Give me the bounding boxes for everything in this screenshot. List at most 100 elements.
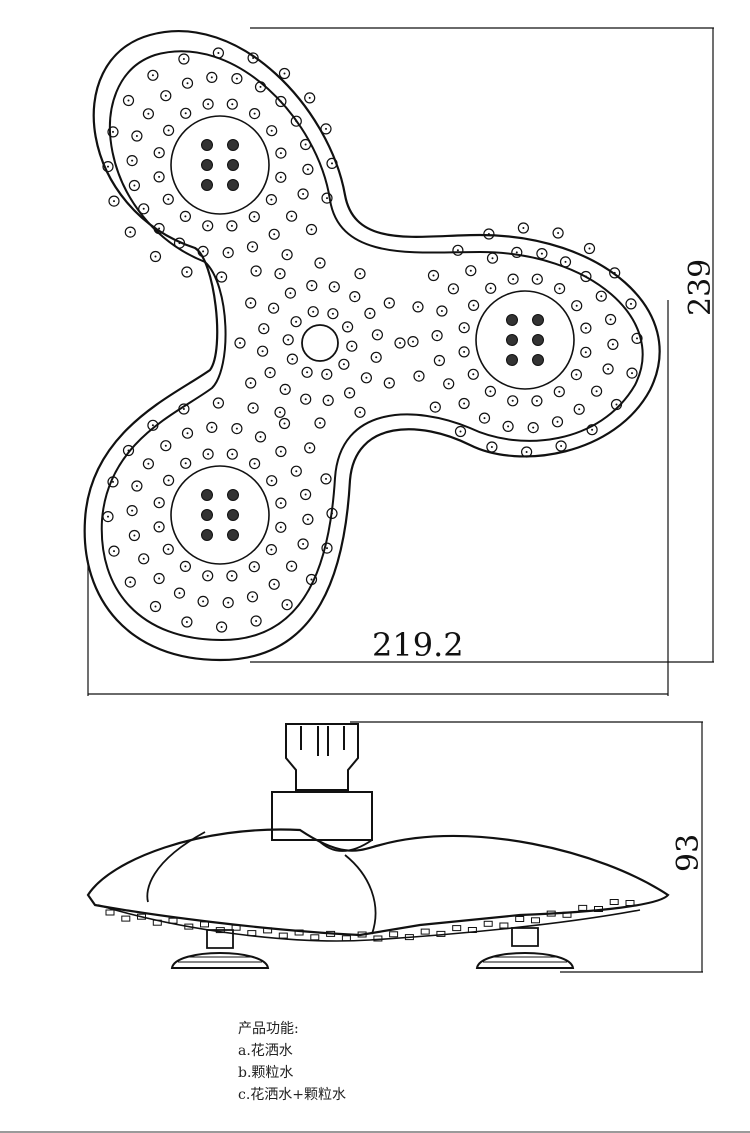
spray-hole-center	[483, 417, 486, 420]
spray-hole-center	[142, 557, 145, 560]
side-nozzle-tip	[357, 931, 367, 938]
spray-hole-center	[270, 548, 273, 551]
spray-hole-center	[290, 565, 293, 568]
spray-hole	[486, 252, 499, 264]
particle-nozzle	[201, 529, 213, 541]
spray-hole	[248, 211, 260, 223]
spray-hole-center	[459, 430, 462, 433]
spray-hole	[286, 560, 298, 572]
spray-hole	[284, 287, 296, 299]
spray-hole	[527, 422, 539, 434]
spray-hole	[304, 442, 316, 454]
spray-hole-center	[184, 215, 187, 218]
spray-hole-center	[286, 253, 289, 256]
spray-hole	[266, 125, 278, 137]
spray-hole-center	[376, 333, 379, 336]
spray-hole-center	[249, 382, 252, 384]
spray-hole	[302, 513, 314, 526]
spray-hole	[282, 334, 294, 346]
spray-hole-center	[147, 112, 150, 115]
spray-hole-center	[112, 480, 114, 483]
spray-hole-center	[306, 168, 309, 171]
spray-hole-center	[127, 449, 130, 452]
spray-hole-center	[331, 512, 333, 515]
spray-hole	[551, 416, 564, 428]
spray-hole-center	[249, 302, 252, 304]
spray-hole	[478, 412, 491, 424]
spray-hole	[305, 223, 318, 236]
spray-hole	[407, 336, 419, 348]
spray-hole-center	[447, 382, 450, 385]
spray-hole	[346, 340, 358, 352]
spray-hole-center	[133, 534, 136, 537]
spray-hole	[486, 441, 498, 453]
spray-hole-center	[487, 233, 490, 235]
spray-hole-center	[575, 373, 578, 376]
spray-hole	[531, 395, 543, 407]
spray-hole	[231, 72, 243, 85]
spray-hole-center	[279, 176, 282, 179]
spray-hole	[458, 322, 470, 334]
spray-hole	[107, 126, 119, 138]
spray-hole-center	[113, 550, 115, 553]
spray-hole	[216, 621, 228, 633]
spray-hole	[181, 427, 194, 439]
spray-hole	[181, 77, 194, 89]
spray-hole	[246, 241, 259, 253]
spray-hole-center	[253, 462, 256, 465]
spray-hole-center	[631, 372, 633, 375]
spray-hole-center	[557, 232, 560, 234]
particle-nozzle	[227, 509, 239, 521]
spray-hole-center	[348, 391, 351, 394]
spray-hole-center	[158, 501, 161, 504]
spray-hole-center	[112, 130, 114, 133]
spray-hole-center	[290, 215, 293, 218]
side-nozzles	[105, 899, 635, 942]
spray-hole-center	[279, 450, 282, 453]
spray-hole-center	[158, 175, 161, 178]
spray-hole-center	[456, 249, 459, 252]
spray-hole-center	[331, 312, 334, 315]
spray-hole-center	[231, 453, 234, 456]
spray-hole-center	[609, 318, 612, 321]
feature-item-a: a.花洒水	[238, 1043, 293, 1059]
spray-hole-center	[273, 583, 276, 586]
spray-hole	[631, 332, 643, 344]
spray-hole-center	[295, 470, 298, 473]
spray-hole-center	[434, 406, 437, 409]
spray-hole	[465, 265, 477, 277]
spray-hole-center	[231, 103, 234, 106]
bottom-rule	[0, 1131, 750, 1133]
spray-hole-center	[417, 305, 419, 308]
spray-hole	[595, 290, 607, 302]
spray-hole-center	[412, 340, 414, 343]
spray-hole	[571, 300, 583, 312]
spray-hole-center	[154, 255, 157, 258]
spray-hole	[344, 387, 356, 399]
head-body-profile	[86, 828, 670, 937]
spray-hole	[607, 338, 619, 350]
spray-hole-center	[279, 100, 282, 103]
spray-hole	[484, 385, 496, 397]
spray-hole-center	[279, 272, 281, 275]
spray-hole-center	[636, 337, 638, 340]
spray-hole	[226, 448, 238, 460]
spray-hole-center	[167, 198, 170, 201]
spray-hole	[300, 488, 312, 501]
particle-nozzle	[506, 354, 518, 366]
spray-hole	[274, 406, 286, 418]
spray-hole	[245, 297, 257, 309]
width-dimension-label: 219.2	[372, 626, 464, 664]
side-nozzle-tip	[373, 935, 383, 942]
spray-hole-center	[253, 215, 256, 218]
spray-hole	[212, 397, 224, 409]
spray-hole	[108, 545, 120, 557]
spray-hole	[338, 358, 350, 370]
spray-hole	[249, 458, 261, 470]
spray-hole	[383, 377, 395, 389]
connector-neck	[271, 791, 373, 841]
spray-hole-center	[556, 420, 559, 423]
side-height-dimension-label: 93	[671, 834, 706, 872]
spray-hole-center	[253, 565, 256, 568]
spray-hole	[485, 282, 497, 294]
